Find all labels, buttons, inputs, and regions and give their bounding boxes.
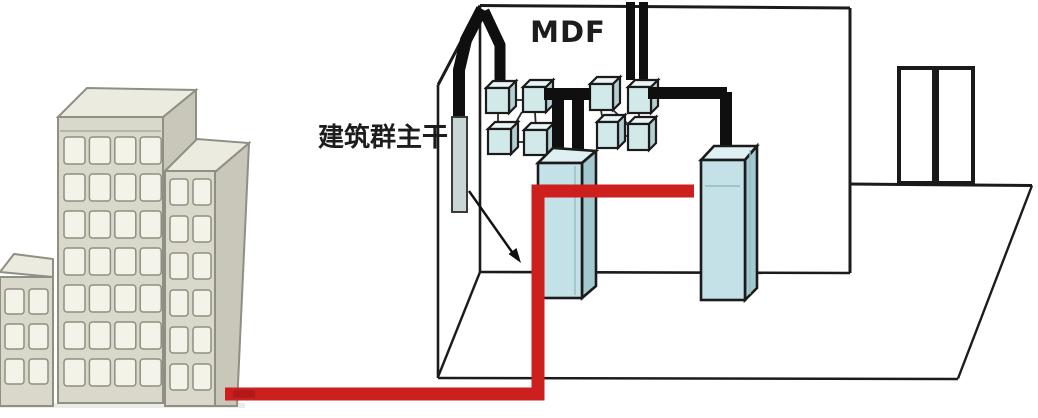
riser-cables-to-floors: [626, 2, 648, 87]
ceiling-riser-cable-2: [639, 2, 648, 87]
backbone-entry-cable: [453, 6, 488, 117]
building-window: [169, 215, 189, 243]
backbone-entry: [451, 6, 488, 213]
building-window: [63, 210, 86, 239]
trunk-cable-to-left-cabinet: [544, 88, 591, 159]
floor-left-diagonal: [436, 271, 482, 378]
cabinet-right-front: [699, 158, 747, 302]
building-window: [192, 289, 212, 317]
building-main-windows: [63, 136, 162, 387]
building-window: [169, 289, 189, 317]
building-window: [114, 284, 137, 313]
building-window: [139, 358, 162, 387]
wall-top-edge: [479, 4, 851, 10]
equipment-cabinet-left: [534, 146, 600, 301]
patch-box: [625, 77, 661, 116]
building-left-roof: [0, 252, 54, 279]
pointer-arrow: [468, 190, 521, 263]
building-window: [114, 321, 137, 350]
building-window: [114, 136, 137, 165]
backbone-riser-bar: [451, 116, 468, 213]
building-window: [114, 247, 137, 276]
building-window: [4, 288, 25, 315]
building-window: [192, 215, 212, 243]
building-ground-shadow: [0, 403, 245, 408]
building-left-windows: [4, 288, 49, 385]
building-right-windows: [169, 178, 212, 391]
building-window: [88, 247, 112, 276]
ceiling-riser-cable-1: [626, 2, 635, 80]
building-window: [63, 173, 86, 202]
floor-right-diagonal: [956, 185, 1034, 379]
building-window: [192, 252, 212, 280]
building-left: [0, 252, 54, 407]
cable-corner-to-frame: [479, 8, 506, 88]
room-door: [897, 66, 975, 185]
building-window: [169, 363, 189, 391]
building-right-side: [214, 140, 251, 407]
building-window: [114, 358, 137, 387]
cabinet-right-side: [743, 142, 759, 304]
patch-box: [483, 78, 519, 116]
building-window: [4, 323, 25, 350]
building-window: [28, 358, 49, 385]
building-window: [139, 247, 162, 276]
red-backbone-cable-run: [225, 184, 694, 401]
arrow-shaft: [468, 190, 513, 253]
building-window: [63, 358, 86, 387]
building-window: [114, 173, 137, 202]
building-window: [169, 326, 189, 354]
distribution-frames-right: [587, 74, 661, 153]
building-window: [169, 178, 189, 206]
red-cable-entry-mark: [233, 390, 255, 398]
equipment-cabinet-right: [698, 142, 760, 304]
campus-buildings: [0, 86, 252, 408]
campus-backbone-cable: [225, 184, 694, 401]
building-window: [63, 136, 86, 165]
building-window: [114, 210, 137, 239]
building-window: [192, 326, 212, 354]
patch-box: [594, 112, 628, 151]
patch-box: [485, 119, 521, 157]
building-window: [139, 173, 162, 202]
building-window: [28, 323, 49, 350]
building-window: [192, 178, 212, 206]
building-window: [63, 321, 86, 350]
building-window: [63, 284, 86, 313]
building-window: [88, 173, 112, 202]
building-window: [88, 210, 112, 239]
floor-front-edge: [437, 376, 959, 381]
building-window: [28, 288, 49, 315]
cabinet-left-side: [580, 148, 598, 301]
building-right: [162, 137, 252, 407]
door-center-post: [932, 68, 939, 183]
building-window: [88, 321, 112, 350]
building-window: [139, 136, 162, 165]
building-window: [139, 284, 162, 313]
building-window: [169, 252, 189, 280]
building-window: [88, 358, 112, 387]
mdf-label: MDF: [530, 15, 606, 49]
building-window: [139, 321, 162, 350]
building-window: [192, 363, 212, 391]
arrow-head: [508, 248, 521, 263]
building-window: [88, 136, 112, 165]
building-window: [88, 284, 112, 313]
campus-backbone-label: 建筑群主干: [318, 122, 448, 153]
distribution-frames-left: [483, 77, 557, 158]
building-window: [63, 247, 86, 276]
patch-box: [625, 114, 659, 153]
patch-box: [521, 120, 557, 158]
building-main: [55, 86, 199, 404]
patch-box: [587, 74, 623, 113]
building-window: [139, 210, 162, 239]
building-window: [4, 358, 25, 385]
